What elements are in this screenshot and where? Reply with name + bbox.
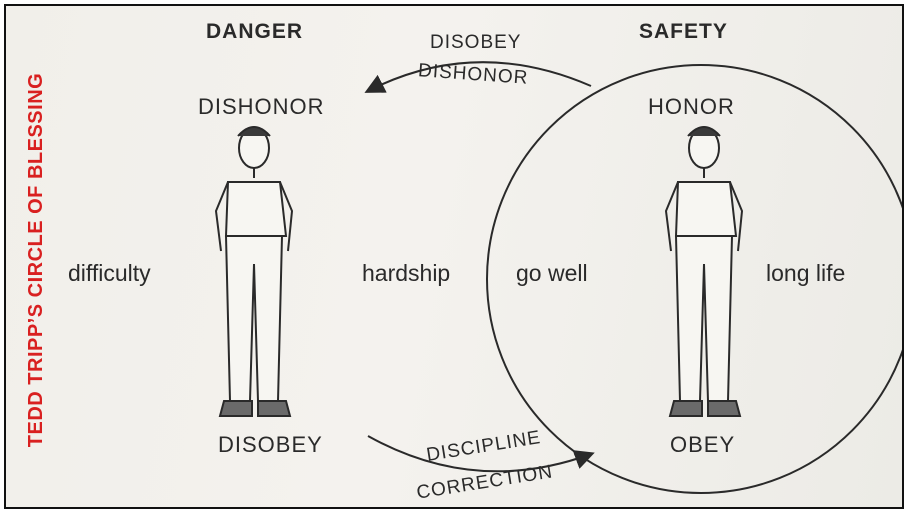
right-figure-top-label: HONOR xyxy=(648,94,735,120)
word-difficulty: difficulty xyxy=(68,260,151,287)
word-long-life: long life xyxy=(766,260,845,287)
side-title: TEDD TRIPP’S CIRCLE OF BLESSING xyxy=(19,20,53,500)
danger-heading: DANGER xyxy=(206,20,303,44)
right-figure-bottom-label: OBEY xyxy=(670,432,735,458)
word-hardship: hardship xyxy=(362,260,450,287)
safety-heading: SAFETY xyxy=(639,20,728,44)
right-figure xyxy=(666,127,742,416)
left-figure-top-label: DISHONOR xyxy=(198,94,325,120)
top-arrow-label-1: DISOBEY xyxy=(430,32,521,54)
diagram-frame: DANGER SAFETY DISOBEY DISHONOR DISHONOR … xyxy=(4,4,904,509)
word-go-well: go well xyxy=(516,260,588,287)
left-figure-bottom-label: DISOBEY xyxy=(218,432,323,458)
left-figure xyxy=(216,127,292,416)
